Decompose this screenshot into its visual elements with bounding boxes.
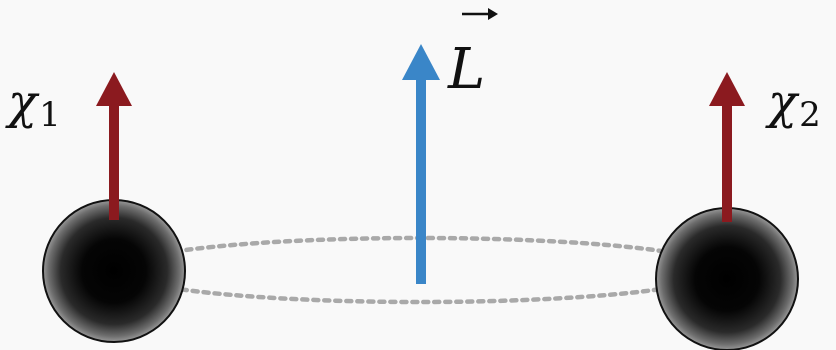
spin-label-2: χ2 (765, 74, 821, 135)
black-hole-1 (42, 199, 186, 343)
vector-over-arrow-icon (462, 8, 498, 20)
spin-arrow-2 (709, 72, 745, 222)
angular-momentum-arrow (402, 44, 440, 284)
spin-label-1: χ1 (5, 74, 61, 135)
svg-text:L: L (447, 37, 485, 102)
angular-momentum-label: L (447, 8, 498, 102)
spin-arrow-1 (96, 72, 132, 220)
black-hole-2 (655, 207, 799, 350)
